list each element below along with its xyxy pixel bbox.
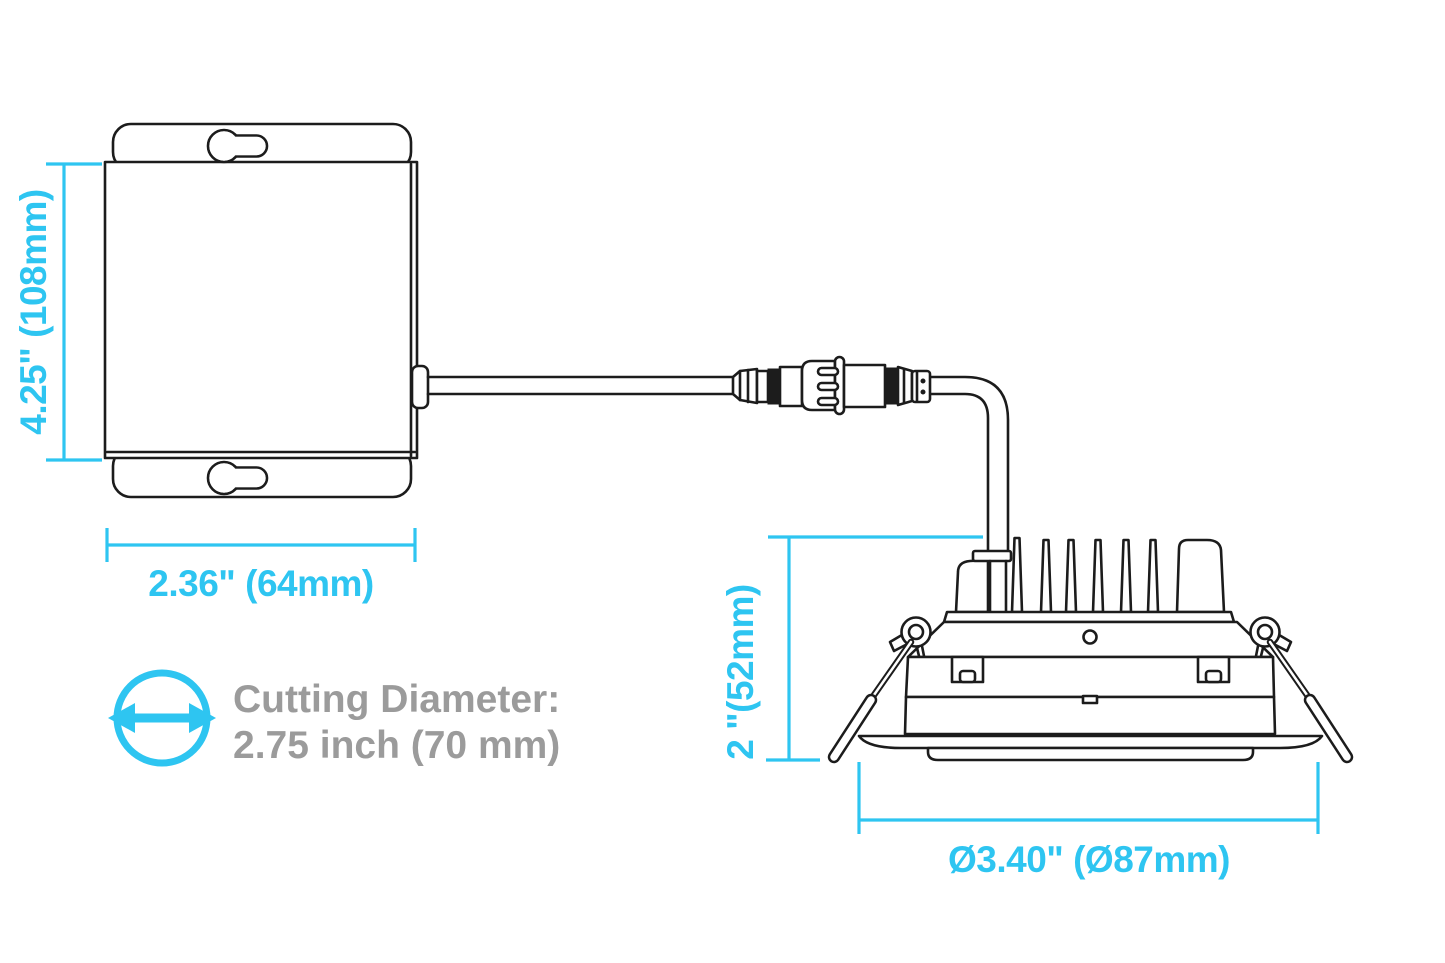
downlight-fixture (827, 536, 1354, 764)
connector-slot (816, 366, 840, 377)
connector-black-band-right (884, 367, 899, 405)
body-center-notch (1081, 694, 1099, 705)
heatsink-fin (1146, 538, 1160, 614)
fixture-body (903, 620, 1277, 736)
fixture-height-dimension: 2 "(52mm) (720, 535, 983, 762)
cable-connector (731, 355, 932, 416)
clip-slot-notch (1204, 669, 1223, 684)
junction-box-body (103, 160, 419, 460)
connector-ferrule-left (731, 367, 759, 405)
fixture-diameter-label: Ø3.40" (Ø87mm) (948, 839, 1230, 880)
connector-pin-dot (920, 378, 926, 384)
cutting-diameter-note: Cutting Diameter: 2.75 inch (70 mm) (108, 669, 560, 767)
cable-clamp (971, 549, 1013, 563)
cable-bend-outer (928, 375, 1010, 555)
connector-end-cap (910, 369, 932, 404)
diameter-double-arrow-icon (108, 669, 216, 767)
trim-flange (857, 734, 1324, 762)
heatsink-fin (1010, 536, 1024, 614)
junction-box-height-dimension: 4.25" (108mm) (13, 162, 102, 462)
power-cable (410, 364, 1010, 555)
lens (926, 746, 1255, 762)
connector-slot (816, 381, 840, 392)
heatsink-fin (1064, 538, 1078, 614)
heatsink-block-right (1175, 538, 1226, 614)
connector-slot (816, 396, 840, 407)
fixture-diameter-dimension: Ø3.40" (Ø87mm) (857, 762, 1320, 880)
connector-black-band-left (767, 368, 781, 405)
cutting-diameter-value: 2.75 inch (70 mm) (233, 724, 560, 767)
heatsink-fin (1039, 538, 1053, 614)
connector-barrel-left (778, 365, 804, 408)
clip-slot-notch (958, 669, 977, 684)
heatsink-base-plate (942, 610, 1236, 624)
heatsink-block-left (954, 558, 990, 614)
body-lower-band (903, 695, 1277, 736)
heatsink (942, 536, 1236, 624)
junction-box-width-dimension: 2.36" (64mm) (105, 528, 417, 604)
keyhole-slot-top-icon (206, 128, 269, 164)
cable-bend-inner (928, 392, 990, 555)
junction-box-height-label: 4.25" (108mm) (13, 189, 54, 435)
body-screw-hole (1082, 629, 1098, 645)
trim-ring (857, 734, 1324, 750)
spring-clip-right (1249, 616, 1354, 764)
cutting-diameter-title: Cutting Diameter: (233, 678, 560, 721)
connector-barrel-right (842, 363, 887, 409)
junction-box (103, 122, 419, 499)
cable-grommet (410, 364, 430, 410)
junction-box-width-label: 2.36" (64mm) (148, 563, 373, 604)
connector-pin-dot (920, 389, 926, 395)
heatsink-fin (1091, 538, 1105, 614)
heatsink-fin (1119, 538, 1133, 614)
fixture-height-label: 2 "(52mm) (720, 584, 761, 760)
spring-clip-left (827, 616, 932, 764)
keyhole-slot-bottom-icon (206, 460, 269, 496)
connector-ring (755, 369, 770, 404)
